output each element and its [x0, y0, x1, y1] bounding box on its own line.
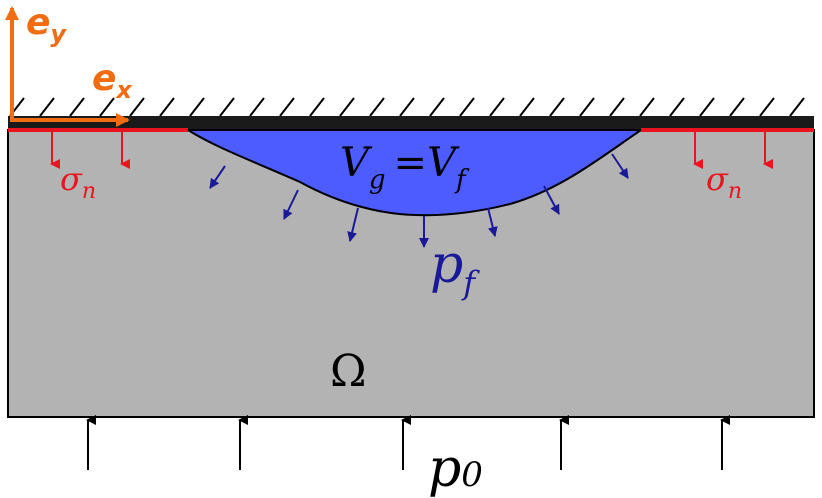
rigid-wall [8, 116, 814, 130]
fluid-pressure-arrows [209, 153, 629, 248]
ey-label: ey [26, 2, 67, 48]
coordinate-axes [4, 6, 130, 127]
sigma-left-label: σn [60, 160, 96, 204]
sigma-arrows [50, 131, 773, 169]
sigma-right-label: σn [706, 160, 742, 204]
wall-hatching [9, 97, 805, 117]
ex-label: ex [92, 58, 133, 104]
base-pressure-label: p0 [428, 439, 483, 498]
fluid-lens [184, 129, 645, 217]
domain-label: Ω [330, 346, 366, 397]
volume-equality-label: Vg=Vf [340, 140, 470, 195]
base-pressure-arrows [86, 415, 730, 470]
